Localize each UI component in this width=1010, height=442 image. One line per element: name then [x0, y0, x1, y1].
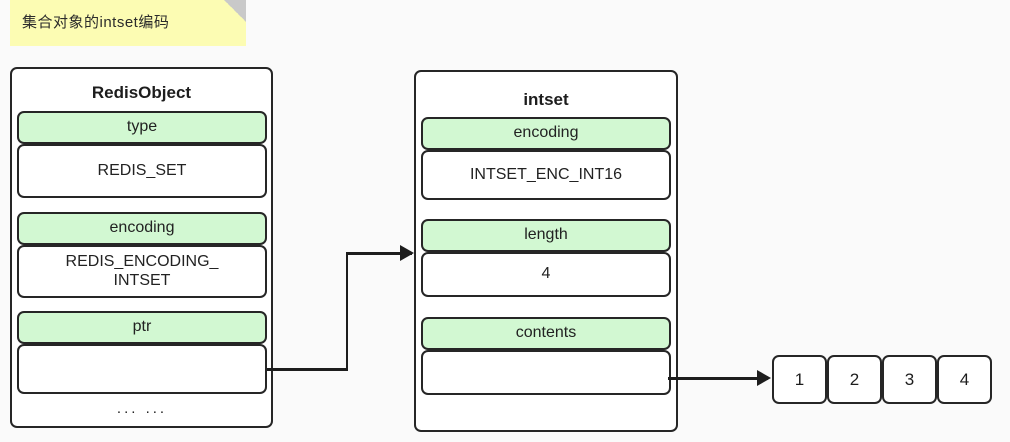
contents-cell-0: 1: [772, 355, 827, 404]
contents-connector-segment: [668, 377, 768, 380]
ptr-connector-segment-top: [345, 252, 412, 255]
redis-object-field-encoding-value: REDIS_ENCODING_ INTSET: [17, 245, 267, 298]
redis-object-field-ptr-value: [17, 344, 267, 394]
contents-cell-1: 2: [827, 355, 882, 404]
diagram-title: 集合对象的intset编码: [22, 14, 170, 31]
contents-connector-arrowhead: [757, 370, 771, 386]
redis-object-footer-ellipsis: ... ...: [116, 400, 168, 418]
folded-corner-icon: [224, 0, 246, 22]
redis-object-title: RedisObject: [91, 83, 192, 102]
contents-cell-3: 4: [937, 355, 992, 404]
intset-field-contents-name: contents: [421, 317, 671, 350]
contents-cell-2: 3: [882, 355, 937, 404]
title-sticky-note: 集合对象的intset编码: [10, 0, 246, 46]
ptr-connector-segment-bottom: [267, 368, 348, 371]
intset-field-encoding-value: INTSET_ENC_INT16: [421, 150, 671, 200]
intset-title: intset: [523, 90, 569, 109]
intset-field-contents-value: [421, 350, 671, 395]
intset-field-length-value: 4: [421, 252, 671, 297]
ptr-connector-arrowhead: [400, 245, 414, 261]
redis-object-field-type-name: type: [17, 111, 267, 144]
redis-object-field-ptr-name: ptr: [17, 311, 267, 344]
redis-object-field-type-value: REDIS_SET: [17, 144, 267, 198]
redis-object-field-encoding-name: encoding: [17, 212, 267, 245]
ptr-connector-segment-vertical: [345, 252, 348, 370]
intset-field-encoding-name: encoding: [421, 117, 671, 150]
intset-field-length-name: length: [421, 219, 671, 252]
